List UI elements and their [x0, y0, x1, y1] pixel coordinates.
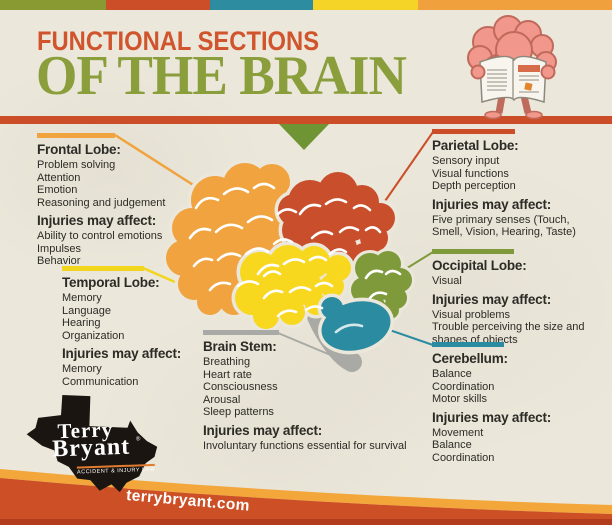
text-line: Reasoning and judgement: [37, 196, 166, 209]
text-line: Emotion: [37, 184, 78, 196]
text-line: Impulses: [37, 242, 82, 255]
occipital-injuries-title: Injuries may affect:: [432, 291, 552, 307]
text-line: Five primary senses (Touch, Smell, Visio…: [432, 213, 576, 239]
text-line: Sleep patterns: [203, 406, 274, 418]
text-line: Ability to control emotions: [37, 230, 163, 242]
brainstem-injuries-title: Injuries may affect:: [203, 422, 323, 438]
text-line: Balance: [432, 439, 472, 451]
text-line: Communication: [62, 375, 139, 388]
color-bar-green: [0, 0, 106, 10]
occipital-accent-bar: [432, 249, 514, 254]
text-line: Sensory input: [432, 155, 500, 167]
terry-bryant-logo: Terry Bryant ® ACCIDENT & INJURY LAW: [24, 390, 161, 497]
text-line: Involuntary functions essential for surv…: [203, 439, 407, 452]
text-line: Consciousness: [203, 381, 278, 393]
site-url-link[interactable]: terrybryant.com: [125, 487, 251, 515]
text-line: Visual functions: [432, 167, 509, 180]
brainstem-accent-bar: [203, 330, 279, 335]
header-divider: [0, 116, 612, 124]
brainstem-injuries: Involuntary functions essential for surv…: [203, 440, 489, 453]
color-bar-yellow: [313, 0, 418, 10]
text-line: Motor skills: [432, 393, 488, 405]
text-line: Breathing: [203, 356, 251, 368]
text-line: Attention: [37, 171, 81, 184]
page-title-line2: OF THE BRAIN: [36, 45, 407, 107]
text-line: Hearing: [62, 317, 101, 329]
cerebellum-title: Cerebellum:: [432, 351, 508, 366]
parietal-accent-bar: [432, 129, 515, 134]
text-line: Coordination: [432, 380, 495, 393]
cerebellum-injuries-title: Injuries may affect:: [432, 409, 552, 425]
text-line: Coordination: [432, 451, 495, 464]
color-bar-red: [106, 0, 210, 10]
text-line: Language: [62, 304, 111, 317]
text-line: Problem solving: [37, 159, 116, 171]
texas-silhouette-icon: [26, 395, 158, 493]
top-color-bars: [0, 0, 612, 10]
color-bar-orange: [418, 0, 612, 10]
occipital-functions: Visual: [432, 275, 589, 288]
occipital-title: Occipital Lobe:: [432, 258, 527, 273]
frontal-injuries-title: Injuries may affect:: [37, 213, 157, 228]
temporal-injuries-title: Injuries may affect:: [62, 346, 182, 361]
parietal-injuries-title: Injuries may affect:: [432, 196, 552, 212]
text-line: Memory: [62, 292, 102, 304]
text-line: Visual: [432, 275, 462, 287]
text-line: Depth perception: [432, 180, 516, 192]
text-line: Movement: [432, 426, 484, 439]
logo-text-bryant: Bryant: [51, 433, 131, 463]
text-line: Organization: [62, 329, 125, 342]
text-line: Memory: [62, 363, 102, 375]
text-line: Behavior: [37, 255, 81, 267]
text-line: Heart rate: [203, 368, 252, 381]
registered-trademark-icon: ®: [135, 436, 141, 443]
text-line: Balance: [432, 368, 472, 380]
down-arrow-icon: [279, 124, 329, 150]
text-line: Visual problems: [432, 308, 511, 321]
frontal-title: Frontal Lobe:: [37, 142, 121, 157]
parietal-injuries: Five primary senses (Touch, Smell, Visio…: [432, 214, 596, 239]
color-bar-teal: [210, 0, 313, 10]
cerebellum-accent-bar: [432, 342, 504, 347]
brainstem-title: Brain Stem:: [203, 339, 277, 354]
text-line: Arousal: [203, 393, 241, 406]
parietal-title: Parietal Lobe:: [432, 138, 519, 153]
temporal-title: Temporal Lobe:: [62, 275, 160, 290]
page-title-line1: FUNCTIONAL SECTIONS: [37, 26, 320, 56]
temporal-accent-bar: [62, 266, 144, 271]
brain-mascot-reading-newspaper-icon: [467, 15, 557, 120]
frontal-accent-bar: [37, 133, 115, 138]
